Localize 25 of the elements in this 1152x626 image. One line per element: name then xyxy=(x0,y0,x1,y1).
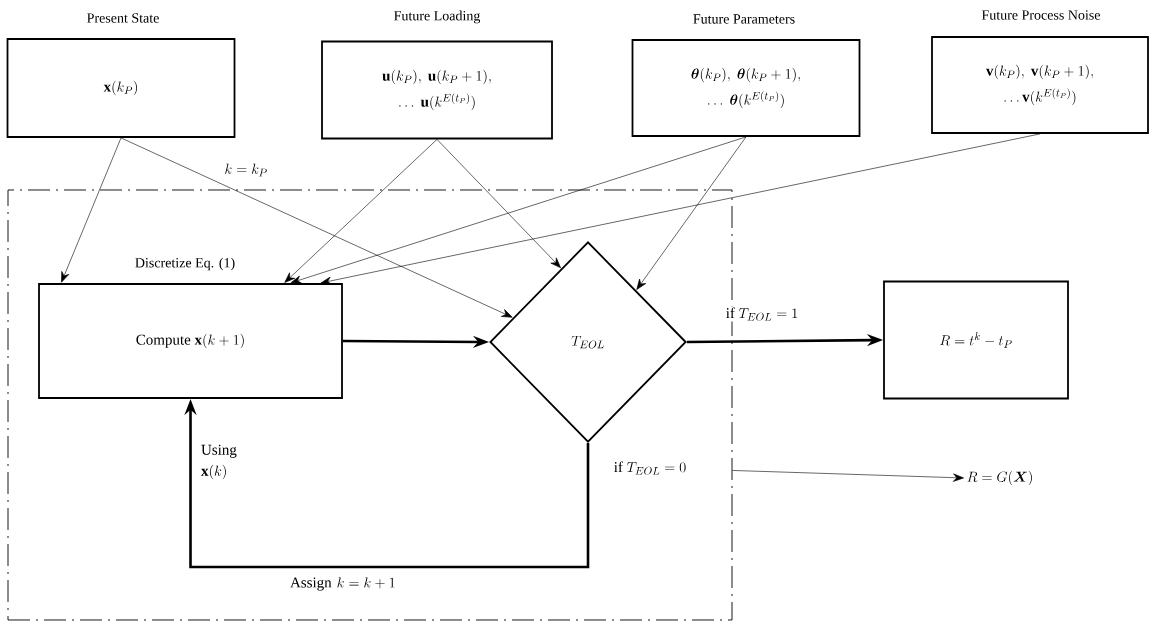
box-heading: Future Loading xyxy=(394,10,481,24)
box-heading: Present State xyxy=(87,13,159,23)
loop-note: $\text{Using}\allowbreak\ \mathbf{x}(k)$ xyxy=(201,444,237,480)
process-box: $\mathbf{x}(k_P)$ xyxy=(6,38,236,138)
arrow xyxy=(320,133,1041,285)
process-box: $\mathbf{u}(k_P),\ \mathbf{u}(k_P+1),\allowbreak\ \ldots\ \mathbf{u}(k^{E(t_P)})$ xyxy=(321,40,553,140)
edge-label: $\text{if }T_{EOL}=1$ xyxy=(724,306,800,322)
process-box: $\text{Compute }\mathbf{x}(k+1)$ xyxy=(38,283,343,399)
loop-note: $\text{Assign }k=k+1$ xyxy=(290,577,395,591)
box-heading: Future Process Noise xyxy=(981,10,1100,20)
process-box: $\boldsymbol{\theta}(k_P),\ \boldsymbol{\theta}(k_P+1),\allowbreak\ \ldots\ \boldsymbol{\theta}(k^{E(t_P)})$ xyxy=(631,39,861,137)
arrow xyxy=(284,139,438,283)
result-text: $R=G(\boldsymbol{X})$ xyxy=(967,470,1032,486)
arrow xyxy=(636,136,747,290)
box-heading: Discretize Eq. (1) xyxy=(135,257,235,271)
arrow xyxy=(120,137,513,318)
arrow xyxy=(290,136,747,284)
edge-label: $\text{if }T_{EOL}=0$ xyxy=(612,460,688,476)
arrow xyxy=(436,139,561,269)
box-heading: Future Parameters xyxy=(693,14,795,24)
edge-label: $k=k_P$ xyxy=(223,162,269,178)
process-box: $\mathbf{v}(k_P),\ \mathbf{v}(k_P+1),\allowbreak\ \ldots\mathbf{v}(k^{E(t_P)})$ xyxy=(931,36,1149,134)
arrow xyxy=(732,470,964,482)
arrow xyxy=(61,137,122,283)
process-box: $R=t^k-t_P$ xyxy=(883,280,1069,400)
